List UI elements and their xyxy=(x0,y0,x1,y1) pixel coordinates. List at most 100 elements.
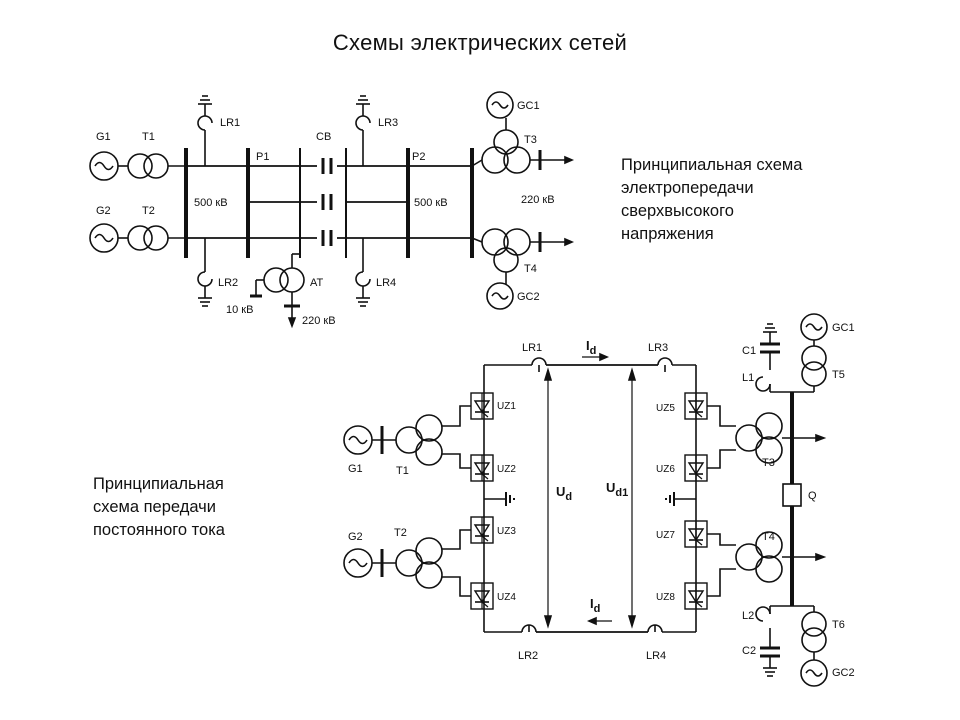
voltage-subscript: d1 xyxy=(615,487,628,499)
label-dc-gc1: GC1 xyxy=(832,322,855,334)
label-dc-t3: T3 xyxy=(762,457,775,469)
label-uz7: UZ7 xyxy=(656,530,675,541)
transformer-dc-t6-icon xyxy=(801,611,827,653)
label-l1: L1 xyxy=(742,372,754,384)
label-dc-lr2: LR2 xyxy=(518,650,538,662)
label-dc-lr4: LR4 xyxy=(646,650,666,662)
label-uz6: UZ6 xyxy=(656,464,675,475)
transformer-dc-t5-icon xyxy=(801,345,827,387)
label-voltage-ud: Ud xyxy=(556,484,572,503)
label-gc2: GC2 xyxy=(517,291,540,303)
ehv-scheme: G1 T1 G2 T2 LR1 LR3 LR2 LR4 P1 P2 CB 500… xyxy=(89,91,575,329)
label-cb: CB xyxy=(316,131,331,143)
generator-dc-g1-icon xyxy=(343,425,373,455)
transformer-dc-t2-icon xyxy=(395,537,443,589)
label-uz8: UZ8 xyxy=(656,592,675,603)
label-dc-t2: T2 xyxy=(394,527,407,539)
current-symbol: I xyxy=(590,596,594,611)
generator-g1-icon xyxy=(89,151,119,181)
label-t1: T1 xyxy=(142,131,155,143)
converter-uz4-icon xyxy=(470,582,494,610)
reactor-dc-lr4-icon xyxy=(647,624,663,633)
reactor-lr2-icon xyxy=(197,238,213,307)
current-subscript: d xyxy=(594,603,601,615)
compensator-dc-gc2-icon xyxy=(800,659,828,687)
caption-line: напряжения xyxy=(621,225,714,243)
label-dc-gc2: GC2 xyxy=(832,667,855,679)
caption-ehv-transmission: Принципиальная схема электропередачи све… xyxy=(621,154,881,246)
label-lr2: LR2 xyxy=(218,277,238,289)
transformer-dc-t1-icon xyxy=(395,414,443,466)
transformer-dc-t3-icon xyxy=(735,412,783,464)
transformer-t2-icon xyxy=(127,225,169,251)
label-dc-t1: T1 xyxy=(396,465,409,477)
caption-dc-transmission: Принципиальная схема передачи постоянног… xyxy=(93,473,293,542)
label-dc-lr3: LR3 xyxy=(648,342,668,354)
voltage-symbol: U xyxy=(556,484,565,499)
label-dc-g2: G2 xyxy=(348,531,363,543)
caption-line: постоянного тока xyxy=(93,521,225,539)
label-p2: P2 xyxy=(412,151,425,163)
label-dc-t6: T6 xyxy=(832,619,845,631)
label-t4: T4 xyxy=(524,263,537,275)
converter-uz8-icon xyxy=(684,582,708,610)
label-at: AT xyxy=(310,277,324,289)
compensator-gc2-icon xyxy=(486,282,514,310)
label-q: Q xyxy=(808,490,817,502)
label-gc1: GC1 xyxy=(517,100,540,112)
reactor-lr1-icon xyxy=(197,95,213,166)
label-lr3: LR3 xyxy=(378,117,398,129)
compensator-gc1-icon xyxy=(486,91,514,119)
label-uz5: UZ5 xyxy=(656,403,675,414)
converter-uz6-icon xyxy=(684,454,708,482)
label-uz1: UZ1 xyxy=(497,401,516,412)
label-c1: C1 xyxy=(742,345,756,357)
label-500kv-left: 500 кВ xyxy=(194,197,228,209)
label-dc-lr1: LR1 xyxy=(522,342,542,354)
reactor-dc-lr3-icon xyxy=(657,357,673,372)
caption-line: схема передачи xyxy=(93,498,216,516)
compensator-dc-gc1-icon xyxy=(800,313,828,341)
label-220kv-out: 220 кВ xyxy=(521,194,555,206)
label-g1: G1 xyxy=(96,131,111,143)
generator-dc-g2-icon xyxy=(343,548,373,578)
converter-uz5-icon xyxy=(684,392,708,420)
caption-line: Принципиальная схема xyxy=(621,156,803,174)
filter-reactor-l1-icon xyxy=(755,376,771,392)
voltage-symbol: U xyxy=(606,480,615,495)
caption-line: Принципиальная xyxy=(93,475,224,493)
label-10kv: 10 кВ xyxy=(226,304,253,316)
reactor-dc-lr1-icon xyxy=(531,357,547,372)
transformer-t1-icon xyxy=(127,153,169,179)
slide-title: Схемы электрических сетей xyxy=(332,30,628,55)
label-uz3: UZ3 xyxy=(497,526,516,537)
reactor-lr3-icon xyxy=(355,95,371,166)
label-220kv-at: 220 кВ xyxy=(302,315,336,327)
label-t2: T2 xyxy=(142,205,155,217)
current-subscript: d xyxy=(590,345,597,357)
label-current-id-top: Id xyxy=(586,338,596,357)
converter-uz7-icon xyxy=(684,520,708,548)
label-uz2: UZ2 xyxy=(497,464,516,475)
label-uz4: UZ4 xyxy=(497,592,516,603)
reactor-dc-lr2-icon xyxy=(521,624,537,633)
transformer-t3-icon xyxy=(481,129,531,174)
autotransformer-at-icon xyxy=(250,238,305,329)
label-lr1: LR1 xyxy=(220,117,240,129)
converter-uz2-icon xyxy=(470,454,494,482)
label-c2: C2 xyxy=(742,645,756,657)
caption-line: электропередачи xyxy=(621,179,754,197)
caption-line: сверхвысокого xyxy=(621,202,734,220)
label-p1: P1 xyxy=(256,151,269,163)
label-dc-t4: T4 xyxy=(762,531,775,543)
generator-g2-icon xyxy=(89,223,119,253)
dc-scheme: LR1 LR3 LR2 LR4 Id Id Ud Ud1 UZ1 UZ2 UZ3… xyxy=(343,313,855,687)
label-lr4: LR4 xyxy=(376,277,396,289)
label-dc-t5: T5 xyxy=(832,369,845,381)
label-500kv-right: 500 кВ xyxy=(414,197,448,209)
voltage-subscript: d xyxy=(565,491,572,503)
label-t3: T3 xyxy=(524,134,537,146)
label-voltage-ud1: Ud1 xyxy=(606,480,628,499)
label-current-id-bottom: Id xyxy=(590,596,600,615)
